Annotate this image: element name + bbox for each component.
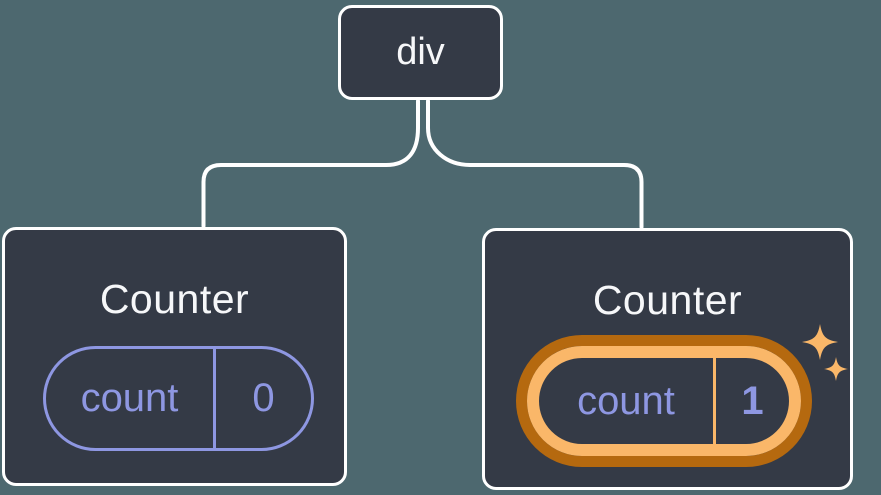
sparkles-icon [802, 324, 848, 381]
sparkle-small [824, 357, 848, 381]
root-node-label: div [396, 31, 445, 73]
state-badge: count 0 [43, 346, 314, 451]
connector-right-branch [426, 99, 644, 229]
state-value: 0 [252, 376, 275, 420]
tree-node-root: div [338, 5, 503, 100]
tree-node-counter-right: Counter count 1 [482, 228, 853, 490]
component-title: Counter [99, 276, 250, 322]
state-value: 1 [741, 378, 764, 423]
component-title: Counter [592, 277, 743, 323]
state-badge-highlighted: count 1 [527, 346, 801, 456]
state-key-label: count [80, 376, 179, 420]
tree-node-counter-left: Counter count 0 [2, 227, 347, 486]
sparkle-large [802, 324, 838, 360]
state-key-label: count [577, 378, 675, 423]
connector-left-branch [201, 99, 420, 228]
state-badge-divider [713, 358, 716, 444]
state-badge-divider [213, 349, 216, 448]
